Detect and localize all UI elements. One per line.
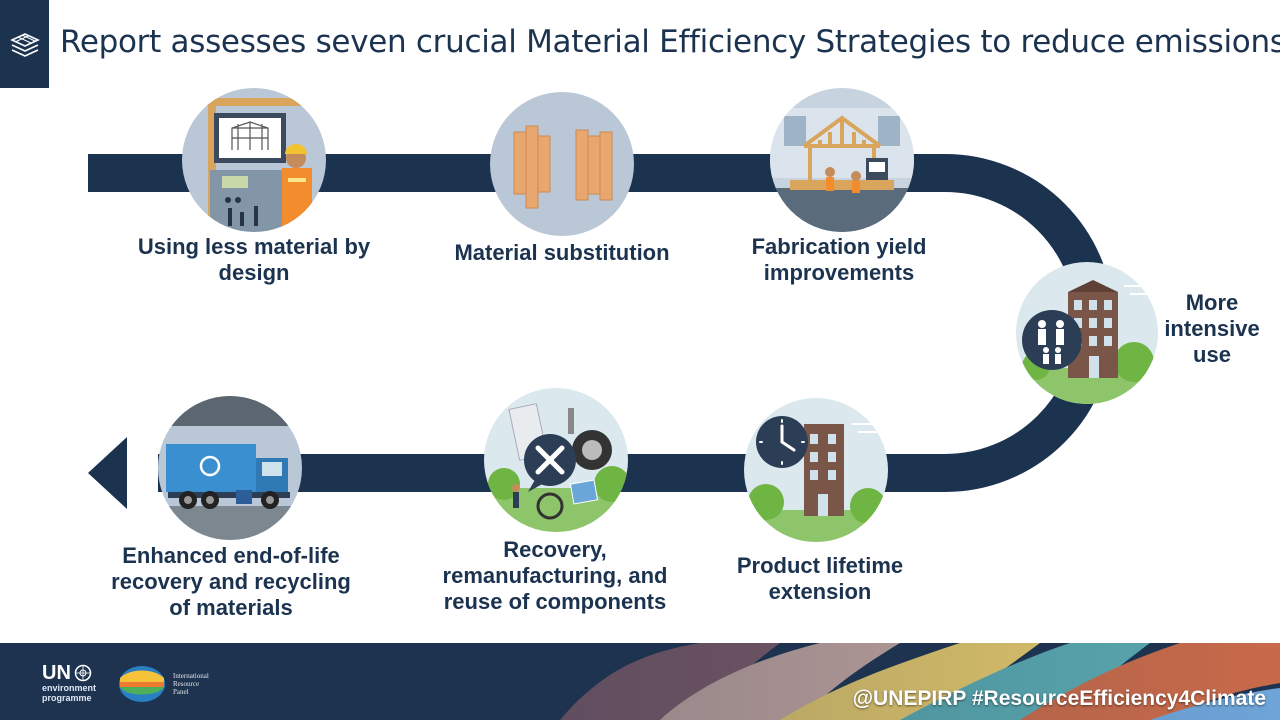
timber-frame-factory-icon (770, 88, 914, 232)
clock-building-icon (744, 398, 888, 542)
shared-building-family-icon (1016, 262, 1158, 404)
strategy-label-design: Using less material by design (114, 234, 394, 286)
label-line: Recovery, (503, 537, 607, 562)
label-line: use (1193, 342, 1231, 367)
label-line: of materials (169, 595, 293, 620)
irp-line: International (173, 672, 209, 680)
strategy-circle-fabrication (770, 88, 914, 232)
strategy-label-lifetime: Product lifetime extension (700, 553, 940, 605)
un-sub-line: programme (42, 693, 92, 703)
strategy-label-remanufacturing: Recovery, remanufacturing, and reuse of … (420, 537, 690, 615)
strategy-circle-lifetime (744, 398, 888, 542)
un-emblem-icon (74, 664, 92, 682)
label-line: More (1185, 290, 1239, 315)
label-line: intensive (1164, 316, 1260, 341)
strategy-circle-remanufacturing (484, 388, 628, 532)
label-line: recovery and recycling (111, 569, 351, 594)
label-line: Fabrication yield (751, 234, 927, 259)
social-handles: @UNEPIRP #ResourceEfficiency4Climate (852, 687, 1266, 710)
un-logo-text: UN (42, 662, 71, 684)
label-line: Material substitution (454, 240, 670, 265)
recycling-truck-icon (158, 396, 302, 540)
label-line: reuse of components (443, 589, 667, 614)
label-line: Enhanced end-of-life (122, 543, 340, 568)
strategy-label-intensive-use: More intensive use (1158, 290, 1266, 368)
irp-logo-text: International Resource Panel (173, 672, 209, 696)
irp-line: Resource (173, 680, 200, 688)
un-sub-line: environment (42, 683, 97, 693)
timber-planks-icon (490, 92, 634, 236)
irp-line: Panel (173, 688, 189, 696)
label-line: Product lifetime (736, 553, 904, 578)
label-line: extension (768, 579, 872, 604)
path-arrowhead (88, 437, 127, 509)
strategy-label-fabrication: Fabrication yield improvements (700, 234, 978, 286)
design-workstation-icon (182, 88, 326, 232)
footer-bar: UN environment programme International R… (0, 643, 1280, 720)
brand-logo-box (0, 0, 49, 88)
label-line: improvements (763, 260, 915, 285)
footer-artwork (0, 643, 1280, 720)
strategy-circle-intensive-use (1016, 262, 1158, 404)
strategy-circle-design (182, 88, 326, 232)
strategy-circle-recycling (158, 396, 302, 540)
strategy-label-substitution: Material substitution (420, 240, 704, 266)
strategy-circle-substitution (490, 92, 634, 236)
label-line: design (218, 260, 290, 285)
strategy-label-recycling: Enhanced end-of-life recovery and recycl… (96, 543, 366, 621)
label-line: remanufacturing, and (442, 563, 668, 588)
label-line: Using less material by (137, 234, 371, 259)
irp-logo-icon (119, 666, 165, 702)
stacked-layers-icon (10, 33, 40, 57)
page-title: Report assesses seven crucial Material E… (60, 24, 1280, 60)
repair-tools-components-icon (484, 388, 628, 532)
un-environment-logo: UN environment programme (42, 663, 96, 703)
